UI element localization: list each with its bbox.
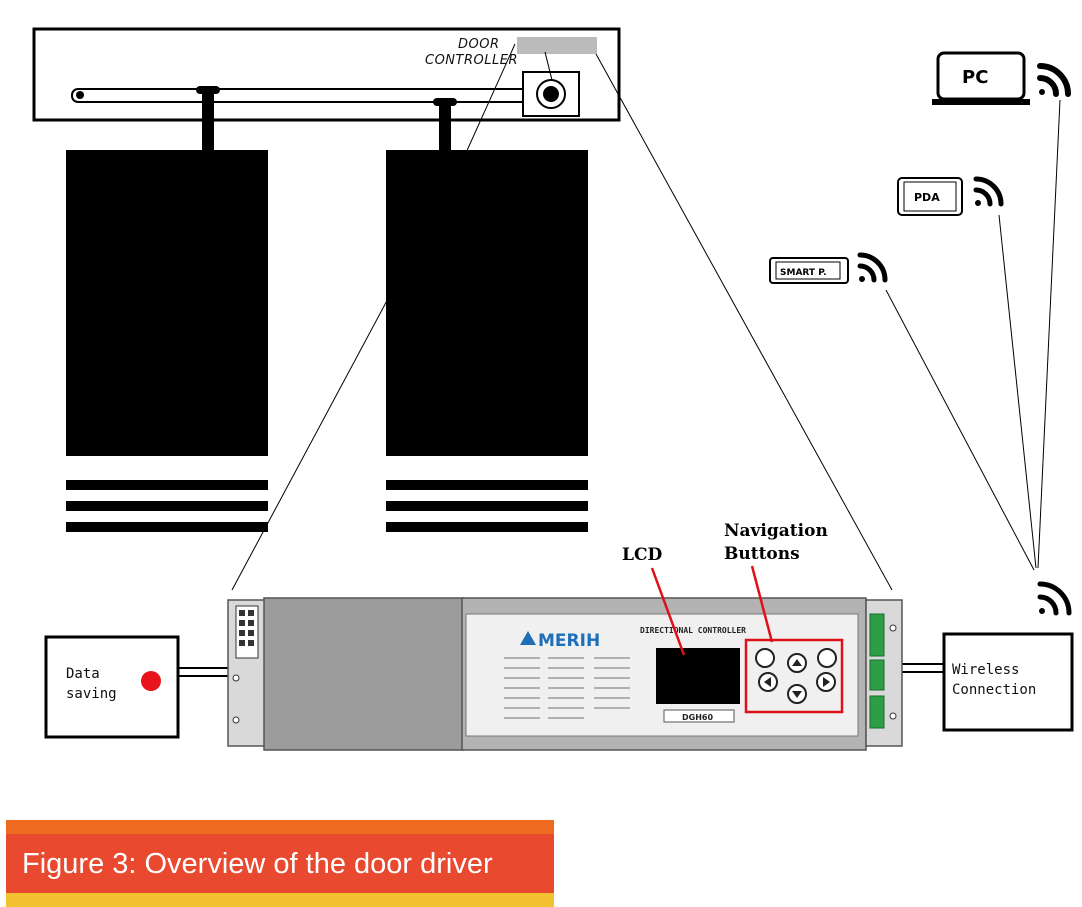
door-controller-unit	[517, 37, 597, 54]
navigation-callout-label-2: Buttons	[724, 544, 800, 564]
door-controller-label-1: DOOR	[458, 37, 500, 52]
wifi-signal-icon	[1037, 63, 1071, 97]
door-controller-label-2: CONTROLLER	[425, 53, 518, 68]
pc-device: PC	[932, 51, 1030, 105]
lcd-callout-label: LCD	[622, 545, 662, 565]
door-driver-controller: MERIH DIRECTIONAL CONTROLLER DGH60	[227, 597, 903, 751]
pda-device: PDA	[897, 177, 963, 216]
caption-bottom-stripe	[6, 893, 554, 907]
faceplate-printed-text	[504, 657, 630, 719]
smart-phone-device: SMART P.	[769, 257, 849, 284]
data-saving-cable	[178, 667, 230, 677]
data-saving-label-1: Data	[66, 666, 100, 682]
wireless-cable	[902, 663, 944, 673]
wireless-lines	[885, 99, 1061, 571]
data-saving-indicator-dot	[141, 671, 161, 691]
data-saving-box: Data saving	[44, 635, 180, 739]
navigation-callout-line	[750, 565, 774, 643]
wireless-connection-box: Wireless Connection	[942, 632, 1074, 732]
motor-icon	[522, 71, 580, 117]
door-rail-housing: DOOR CONTROLLER	[32, 27, 621, 122]
wifi-signal-icon	[973, 176, 1004, 207]
pc-label: PC	[962, 67, 988, 88]
smart-phone-label: SMART P.	[780, 268, 827, 278]
caption-top-stripe	[6, 820, 554, 834]
door-hangers	[196, 86, 457, 150]
door-panel-right	[386, 150, 588, 456]
controller-title: DIRECTIONAL CONTROLLER	[640, 626, 746, 635]
pda-label: PDA	[914, 191, 940, 204]
lcd-screen	[656, 648, 740, 704]
wireless-label-2: Connection	[952, 682, 1036, 698]
wifi-signal-icon	[1037, 581, 1072, 616]
figure-caption: Figure 3: Overview of the door driver	[22, 848, 493, 880]
caption-banner	[6, 820, 554, 907]
navigation-callout-label-1: Navigation	[724, 521, 828, 541]
navigation-highlight-box	[744, 638, 844, 714]
lcd-callout-line	[650, 567, 686, 656]
floor-stripes-left	[66, 480, 268, 532]
floor-stripes-right	[386, 480, 588, 532]
data-saving-label-2: saving	[66, 686, 117, 702]
model-label: DGH60	[682, 713, 713, 722]
brand-logo-text: MERIH	[538, 631, 600, 651]
zoom-lines	[231, 43, 893, 591]
wifi-signal-icon	[857, 252, 888, 283]
door-panel-left	[66, 150, 268, 456]
wireless-label-1: Wireless	[952, 662, 1019, 678]
